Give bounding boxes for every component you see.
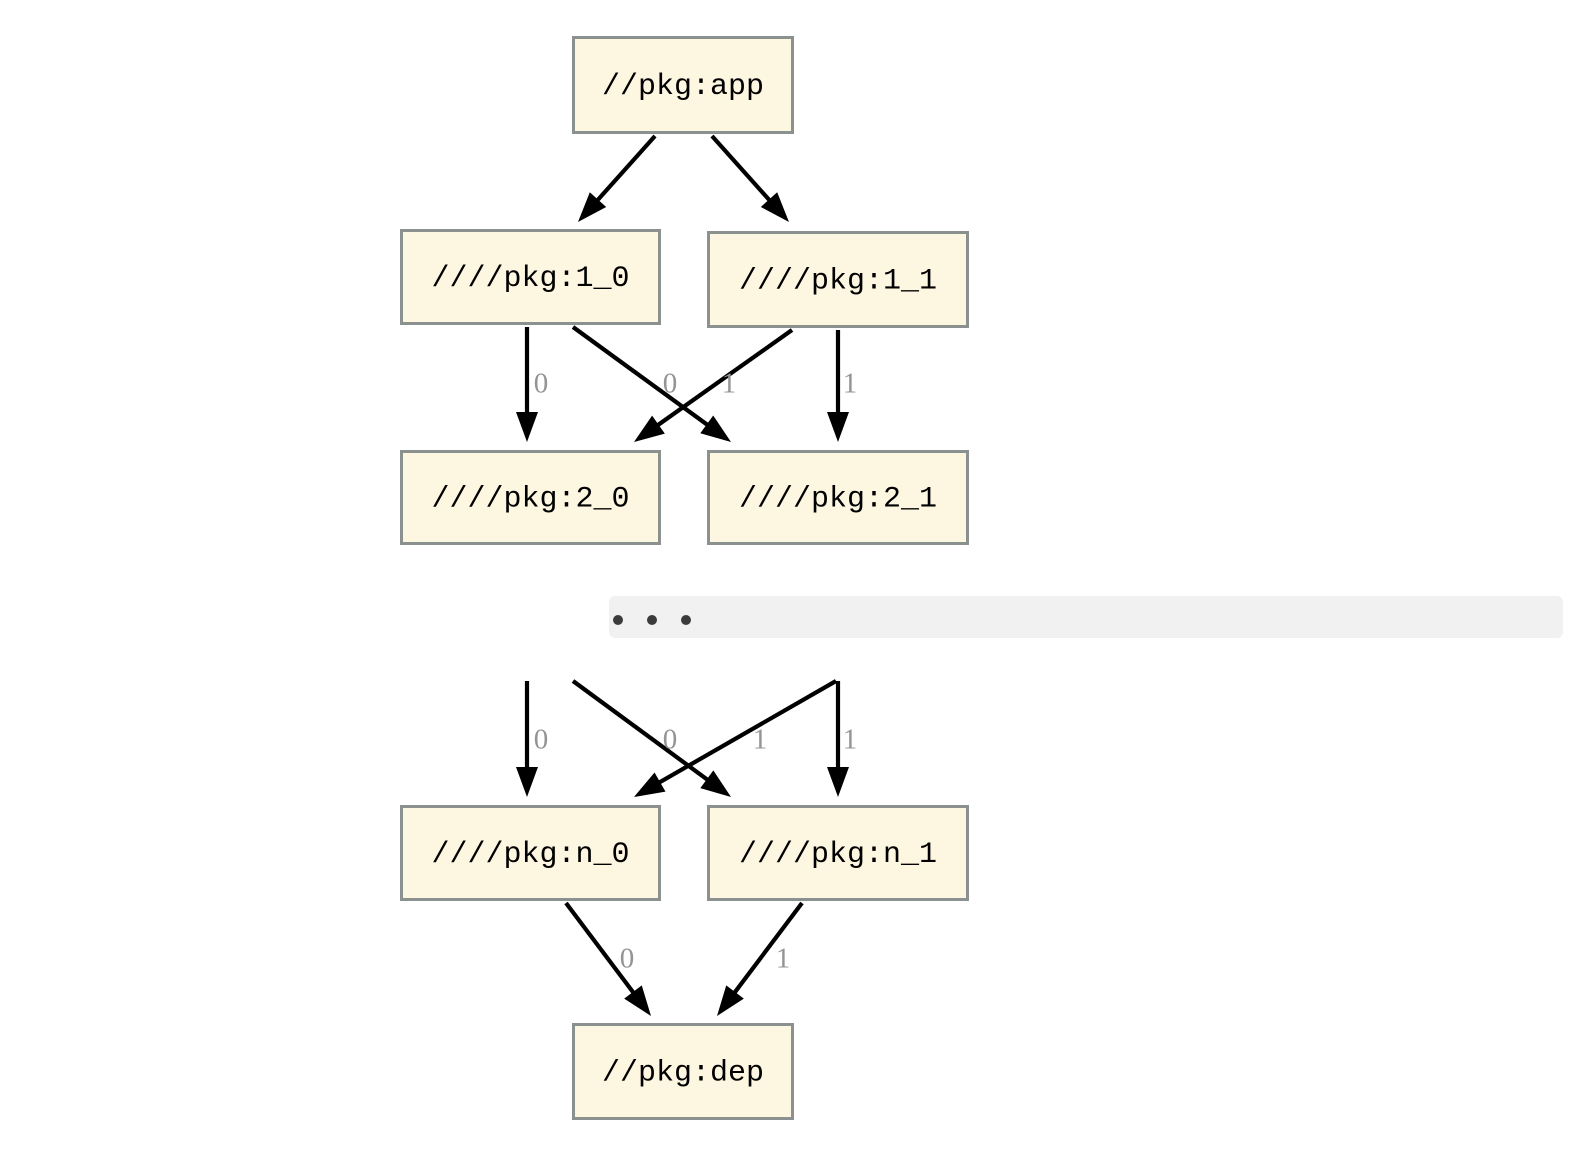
node-box[interactable] (572, 1023, 794, 1120)
edge-label: 1 (776, 943, 791, 975)
edge-labels-layer: 0 0 1 1 0 0 1 1 0 1 (534, 368, 858, 975)
edge-label: 1 (843, 368, 858, 400)
arrowhead-icon (760, 192, 789, 222)
ellipsis-dot (613, 615, 623, 625)
node-label: ////pkg:2_1 (739, 482, 937, 516)
arrowhead-icon (717, 985, 744, 1016)
graph-edge (564, 901, 651, 1016)
arrowhead-icon (624, 985, 651, 1016)
graph-edge (516, 681, 538, 797)
graph-edge (827, 330, 849, 442)
ellipsis-dot (681, 615, 691, 625)
graph-node-nn_1[interactable]: ////pkg:n_1 (707, 805, 969, 901)
node-box[interactable] (400, 450, 661, 545)
arrowhead-icon (700, 770, 731, 797)
edge-label: 1 (753, 724, 768, 756)
edge-label: 0 (663, 724, 678, 756)
graph-node-n1_1[interactable]: ////pkg:1_1 (707, 231, 969, 328)
graph-edge (710, 134, 789, 222)
node-label: ////pkg:n_1 (739, 838, 937, 872)
graph-edge (571, 325, 731, 442)
arrowhead-icon (634, 772, 666, 797)
edge-label: 0 (663, 368, 678, 400)
edge-label: 0 (620, 943, 635, 975)
node-box[interactable] (572, 36, 794, 134)
graph-node-nn_0[interactable]: ////pkg:n_0 (400, 805, 661, 901)
graph-edge (634, 328, 794, 442)
arrowhead-icon (516, 767, 538, 797)
edge-label: 1 (722, 368, 737, 400)
graph-node-n2_0[interactable]: ////pkg:2_0 (400, 450, 661, 545)
graph-node-app[interactable]: //pkg:app (572, 36, 794, 134)
ellipsis-band (609, 596, 1563, 638)
ellipsis-dot (647, 615, 657, 625)
edge-label: 0 (534, 368, 549, 400)
node-label: //pkg:dep (602, 1056, 764, 1090)
edges-layer (516, 134, 849, 1016)
graph-edge (516, 327, 538, 442)
graph-edge (717, 901, 804, 1016)
node-label: //pkg:app (602, 70, 764, 104)
arrowhead-icon (700, 415, 731, 442)
edge-label: 0 (534, 724, 549, 756)
arrowhead-icon (516, 412, 538, 442)
graph-node-dep[interactable]: //pkg:dep (572, 1023, 794, 1120)
node-box[interactable] (707, 805, 969, 901)
node-label: ////pkg:1_1 (739, 264, 937, 298)
node-label: ////pkg:n_0 (431, 838, 629, 872)
edge-label: 1 (843, 724, 858, 756)
node-label: ////pkg:2_0 (431, 482, 629, 516)
graph-node-n2_1[interactable]: ////pkg:2_1 (707, 450, 969, 545)
node-box[interactable] (707, 450, 969, 545)
node-box[interactable] (707, 231, 969, 328)
arrowhead-icon (827, 412, 849, 442)
node-label: ////pkg:1_0 (431, 262, 629, 296)
ellipsis-band-layer (609, 596, 1563, 638)
arrowhead-icon (827, 767, 849, 797)
arrowhead-icon (634, 415, 665, 442)
node-box[interactable] (400, 229, 661, 325)
graph-edge (578, 134, 657, 222)
nodes-layer: //pkg:app ////pkg:1_0 ////pkg:1_1 ////pkg:2… (400, 36, 969, 1120)
graph-node-n1_0[interactable]: ////pkg:1_0 (400, 229, 661, 325)
arrowhead-icon (578, 192, 607, 222)
graph-edge (827, 681, 849, 797)
graph-edge (634, 679, 838, 797)
node-box[interactable] (400, 805, 661, 901)
